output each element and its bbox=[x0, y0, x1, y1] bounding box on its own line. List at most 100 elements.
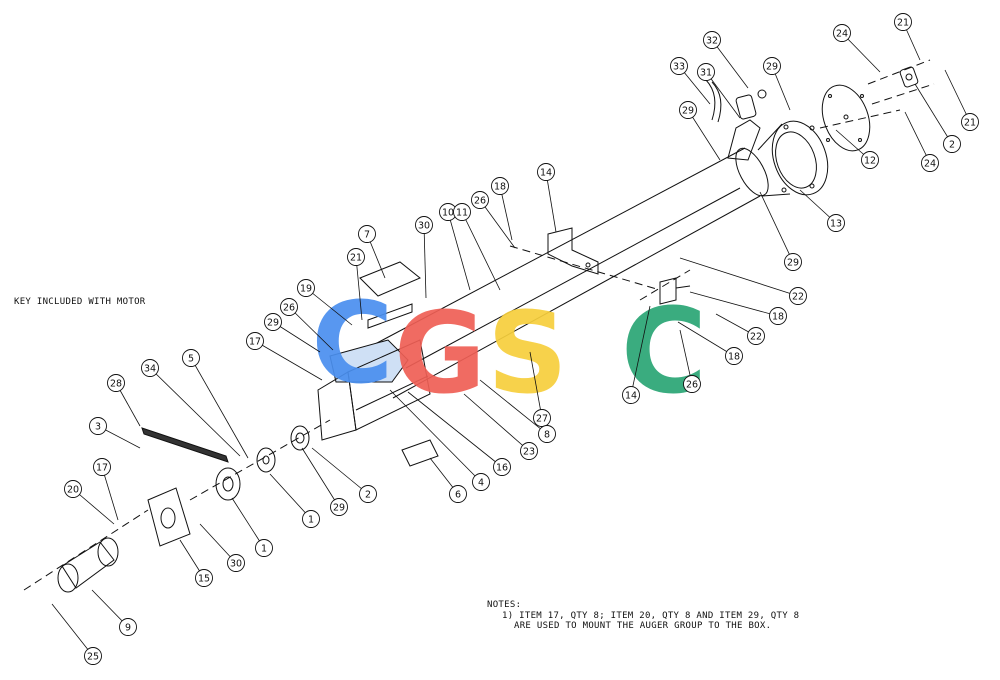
callout-13: 13 bbox=[827, 214, 845, 232]
callout-5: 5 bbox=[182, 349, 200, 367]
callout-number: 18 bbox=[494, 181, 506, 192]
callout-balloon bbox=[107, 374, 125, 392]
callout-number: 26 bbox=[283, 302, 295, 313]
callout-number: 26 bbox=[686, 379, 698, 390]
callout-balloon bbox=[943, 135, 961, 153]
leader-line bbox=[190, 357, 249, 459]
callout-2: 2 bbox=[943, 135, 961, 153]
leader-line bbox=[423, 224, 427, 299]
assembly-centerline bbox=[23, 59, 935, 591]
callout-1: 1 bbox=[255, 539, 273, 557]
leader-line bbox=[705, 71, 741, 119]
callout-balloon bbox=[264, 313, 282, 331]
callout-balloon bbox=[330, 498, 348, 516]
watermark-letter-1: C bbox=[311, 279, 393, 409]
callout-number: 14 bbox=[625, 390, 637, 401]
callout-number: 29 bbox=[787, 257, 799, 268]
callout-30: 30 bbox=[227, 554, 245, 572]
callout-number: 1 bbox=[308, 514, 314, 525]
callout-number: 15 bbox=[198, 573, 210, 584]
callout-balloon bbox=[833, 24, 851, 42]
sprocket-large bbox=[215, 467, 241, 501]
callout-balloon bbox=[520, 442, 538, 460]
callout-number: 29 bbox=[766, 61, 778, 72]
callout-22: 22 bbox=[747, 327, 765, 345]
leader-line bbox=[269, 473, 312, 520]
callout-number: 29 bbox=[333, 502, 345, 513]
callout-3: 3 bbox=[89, 417, 107, 435]
callout-19: 19 bbox=[297, 279, 315, 297]
callout-balloon bbox=[747, 327, 765, 345]
leader-line bbox=[407, 391, 503, 468]
callout-balloon bbox=[763, 57, 781, 75]
drive-chain bbox=[141, 427, 229, 463]
leader-line bbox=[355, 256, 363, 321]
leader-line bbox=[679, 329, 693, 385]
leader-line bbox=[272, 321, 321, 353]
callout-number: 9 bbox=[125, 622, 131, 633]
callout-32: 32 bbox=[703, 31, 721, 49]
callout-balloon bbox=[493, 458, 511, 476]
callout-26: 26 bbox=[280, 298, 298, 316]
callout-balloon bbox=[491, 177, 509, 195]
callout-number: 5 bbox=[188, 353, 194, 364]
callout-17: 17 bbox=[93, 458, 111, 476]
callout-balloon bbox=[415, 216, 433, 234]
leader-line bbox=[841, 32, 881, 73]
callout-20: 20 bbox=[64, 480, 82, 498]
callout-balloon bbox=[769, 307, 787, 325]
callout-number: 7 bbox=[364, 229, 370, 240]
callout-number: 6 bbox=[455, 489, 461, 500]
watermark-letter-3: S bbox=[487, 289, 568, 419]
drive-bearing bbox=[290, 425, 310, 451]
callout-balloon bbox=[894, 13, 912, 31]
callout-30: 30 bbox=[415, 216, 433, 234]
callout-24: 24 bbox=[921, 154, 939, 172]
callout-balloon bbox=[679, 101, 697, 119]
callout-balloon bbox=[789, 287, 807, 305]
callout-balloon bbox=[472, 473, 490, 491]
callout-balloon bbox=[227, 554, 245, 572]
leader-line bbox=[231, 497, 265, 549]
callout-balloon bbox=[453, 203, 471, 221]
callout-balloon bbox=[538, 425, 556, 443]
callout-16: 16 bbox=[493, 458, 511, 476]
callout-number: 18 bbox=[772, 311, 784, 322]
callout-29: 29 bbox=[784, 253, 802, 271]
callout-number: 23 bbox=[523, 446, 535, 457]
end-flange bbox=[757, 120, 829, 197]
callout-number: 1 bbox=[261, 543, 267, 554]
callout-balloon bbox=[784, 253, 802, 271]
callout-number: 2 bbox=[365, 489, 371, 500]
callout-number: 24 bbox=[836, 28, 848, 39]
callout-number: 16 bbox=[496, 462, 508, 473]
callout-34: 34 bbox=[141, 359, 159, 377]
callout-29: 29 bbox=[679, 101, 697, 119]
callout-11: 11 bbox=[453, 203, 471, 221]
callout-balloon bbox=[246, 332, 264, 350]
leader-line bbox=[311, 447, 369, 495]
callout-26: 26 bbox=[683, 375, 701, 393]
callout-number: 20 bbox=[67, 484, 79, 495]
notes-line-2: ARE USED TO MOUNT THE AUGER GROUP TO THE… bbox=[514, 621, 772, 631]
callout-14: 14 bbox=[537, 163, 555, 181]
callout-balloon bbox=[703, 31, 721, 49]
callout-18: 18 bbox=[491, 177, 509, 195]
callout-14: 14 bbox=[622, 386, 640, 404]
callout-number: 12 bbox=[864, 155, 876, 166]
callout-balloon bbox=[921, 154, 939, 172]
leader-line bbox=[51, 603, 94, 657]
watermark-letter-2: G bbox=[394, 289, 486, 419]
callout-25: 25 bbox=[84, 647, 102, 665]
leader-line bbox=[914, 83, 953, 145]
tube-bracket-lower bbox=[659, 277, 691, 305]
callout-number: 18 bbox=[728, 351, 740, 362]
callout-balloon bbox=[141, 359, 159, 377]
leader-line bbox=[447, 211, 471, 291]
callout-balloon bbox=[861, 151, 879, 169]
callout-number: 24 bbox=[924, 158, 936, 169]
key-included-note: KEY INCLUDED WITH MOTOR bbox=[14, 297, 146, 307]
leader-line bbox=[677, 321, 735, 357]
